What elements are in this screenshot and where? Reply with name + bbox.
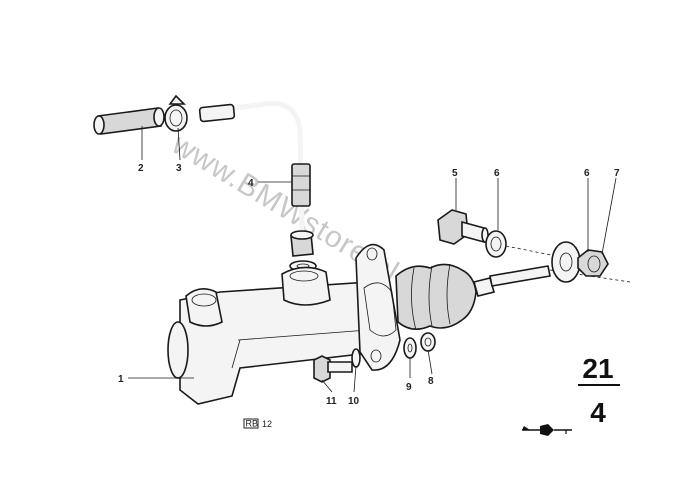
callout-1: 1	[118, 374, 124, 385]
bolt-part-11[interactable]	[313, 355, 353, 383]
callout-9: 9	[406, 382, 412, 393]
nut-part-8[interactable]	[420, 332, 436, 352]
callout-8: 8	[428, 376, 434, 387]
nut-part-7[interactable]	[577, 249, 609, 277]
lock-washer-part-10[interactable]	[351, 348, 361, 368]
callout-7: 7	[614, 168, 620, 179]
washer-part-6b[interactable]	[551, 241, 581, 283]
pipe-part[interactable]	[198, 101, 311, 231]
callout-3: 3	[176, 163, 182, 174]
hose-part[interactable]	[93, 107, 165, 135]
callout-2: 2	[138, 163, 144, 174]
footer-code: 12	[262, 419, 272, 429]
footer-badge-box	[243, 418, 259, 429]
callout-4: 4	[248, 178, 254, 189]
pipe-fitting[interactable]	[289, 230, 317, 272]
leader-lines	[128, 126, 617, 393]
callout-11: 11	[326, 396, 337, 407]
push-rod[interactable]	[473, 265, 631, 297]
callout-5: 5	[452, 168, 458, 179]
callout-10: 10	[348, 396, 360, 407]
mounting-flange[interactable]	[355, 243, 401, 371]
callout-6a: 6	[494, 168, 500, 179]
callout-6b: 6	[584, 168, 590, 179]
washer-part-6a[interactable]	[485, 230, 557, 258]
key-symbol-icon	[522, 424, 572, 436]
bolt-part-5[interactable]	[437, 209, 489, 245]
rubber-boot[interactable]	[395, 263, 477, 331]
master-cylinder-part[interactable]	[167, 266, 379, 405]
washer-part-9[interactable]	[403, 337, 417, 359]
footer-badge: RB	[246, 419, 259, 429]
hose-clamp-part[interactable]	[164, 94, 188, 132]
group-number-sub: 4	[590, 397, 606, 428]
group-number-main: 21	[582, 353, 613, 384]
